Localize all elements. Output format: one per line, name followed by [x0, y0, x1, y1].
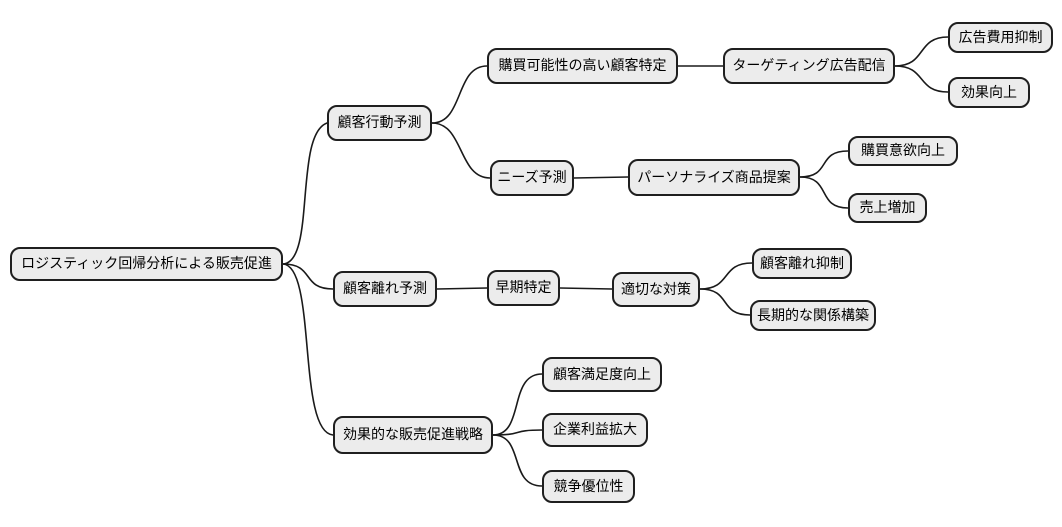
edge-root-effective-strategy: [282, 263, 334, 436]
node-customer-satisfaction: 顧客満足度向上: [542, 357, 662, 392]
node-long-term-relations: 長期的な関係構築: [750, 300, 876, 331]
node-needs-forecast: ニーズ予測: [490, 160, 574, 196]
node-ad-cost-reduction: 広告費用抑制: [948, 22, 1053, 53]
edge-targeted-ads-effect-improvement: [894, 65, 949, 93]
node-churn-prediction: 顧客離れ予測: [333, 271, 437, 307]
node-targeted-ads: ターゲティング広告配信: [723, 48, 895, 84]
edge-root-customer-behavior: [282, 122, 328, 265]
node-effect-improvement: 効果向上: [948, 77, 1030, 108]
node-high-purchase-customers: 購買可能性の高い顧客特定: [487, 48, 678, 84]
edge-personalized-offers-purchase-motivation: [799, 150, 849, 178]
node-root: ロジスティック回帰分析による販売促進: [10, 247, 283, 281]
edge-needs-forecast-personalized-offers: [573, 176, 629, 179]
node-customer-behavior: 顧客行動予測: [327, 105, 432, 141]
edge-appropriate-measures-long-term-relations: [699, 288, 751, 316]
node-sales-increase: 売上増加: [848, 193, 927, 223]
edge-root-churn-prediction: [282, 263, 334, 290]
node-personalized-offers: パーソナライズ商品提案: [628, 159, 800, 196]
node-competitive-advantage: 競争優位性: [542, 470, 635, 503]
edge-effective-strategy-competitive-advantage: [492, 434, 543, 487]
edge-customer-behavior-needs-forecast: [431, 122, 491, 179]
edge-early-identification-appropriate-measures: [559, 287, 613, 290]
edge-appropriate-measures-churn-reduction: [699, 262, 753, 290]
edge-effective-strategy-customer-satisfaction: [492, 373, 543, 436]
edge-customer-behavior-high-purchase: [431, 65, 488, 124]
node-profit-expansion: 企業利益拡大: [542, 413, 648, 447]
edge-effective-strategy-profit-expansion: [492, 429, 543, 436]
node-early-identification: 早期特定: [487, 270, 560, 306]
node-appropriate-measures: 適切な対策: [612, 272, 700, 307]
node-effective-strategy: 効果的な販売促進戦略: [333, 416, 493, 454]
node-purchase-motivation: 購買意欲向上: [848, 136, 958, 166]
edge-targeted-ads-ad-cost: [894, 36, 949, 67]
node-churn-reduction: 顧客離れ抑制: [752, 248, 852, 279]
edge-personalized-offers-sales-increase: [799, 176, 849, 209]
edge-churn-prediction-early-identification: [436, 287, 488, 290]
